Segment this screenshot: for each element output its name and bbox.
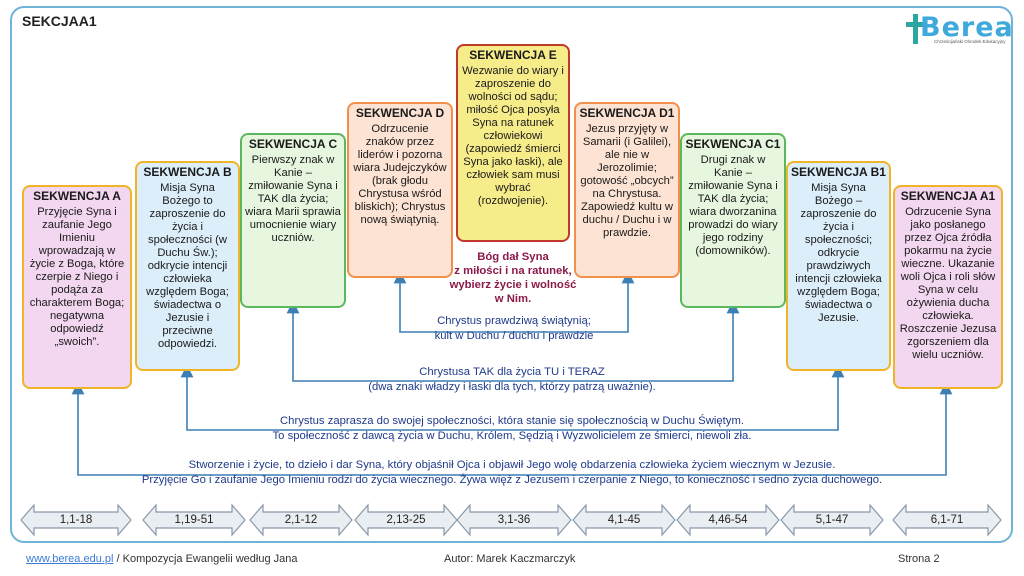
box-sekwencja-e: SEKWENCJA E Wezwanie do wiary i zaprosze… [456, 44, 570, 242]
caption-c-c1: Chrystusa TAK dla życia TU i TERAZ (dwa … [312, 365, 712, 395]
logo-wordmark: Berea [920, 12, 1014, 43]
page-number: Strona 2 [898, 553, 940, 565]
center-note-line: Bóg dał Syna [477, 251, 549, 263]
ref-arrow: 5,1-47 [780, 503, 884, 537]
box-sekwencja-c1: SEKWENCJA C1 Drugi znak w Kanie – zmiłow… [680, 133, 786, 308]
box-text: Jezus przyjęty w Samarii (i Galilei), al… [580, 123, 674, 239]
box-title: SEKWENCJA C [248, 137, 338, 151]
ref-arrow: 3,1-36 [456, 503, 572, 537]
box-sekwencja-d1: SEKWENCJA D1 Jezus przyjęty w Samarii (i… [574, 102, 680, 278]
ref-label: 2,13-25 [386, 514, 426, 526]
double-arrow-icon [249, 503, 353, 537]
box-text: Przyjęcie Syna i zaufanie Jego Imieniu w… [29, 206, 125, 348]
page-frame [10, 6, 1013, 543]
caption-line: Chrystus zaprasza do swojej społeczności… [280, 415, 744, 427]
caption-line: Przyjęcie Go i zaufanie Jego Imieniu rod… [141, 474, 883, 486]
ref-arrow: 2,13-25 [354, 503, 458, 537]
ref-label: 5,1-47 [815, 514, 849, 526]
ref-label: 3,1-36 [497, 514, 531, 526]
footer-author: Autor: Marek Kaczmarczyk [444, 553, 576, 565]
berea-logo: Berea Chrześcijański Ośrodek Edukacyjny [904, 12, 1013, 48]
box-sekwencja-b1: SEKWENCJA B1 Misja Syna Bożego – zaprosz… [786, 161, 891, 371]
box-title: SEKWENCJA C1 [685, 137, 781, 151]
box-text: Misja Syna Bożego – zaproszenie do życia… [795, 182, 882, 324]
ref-label: 1,1-18 [59, 514, 93, 526]
box-text: Odrzucenie znaków przez liderów i pozorn… [353, 123, 447, 226]
center-note-line: z miłości i na ratunek, [454, 265, 572, 277]
cross-icon [906, 14, 924, 44]
caption-line: (dwa znaki władzy i łaski dla tych, któr… [368, 381, 656, 393]
ref-label: 4,46-54 [708, 514, 748, 526]
box-sekwencja-a1: SEKWENCJA A1 Odrzucenie Syna jako posłan… [893, 185, 1003, 389]
double-arrow-icon [572, 503, 676, 537]
box-title: SEKWENCJA A [33, 189, 121, 203]
reference-row: 1,1-18 1,19-51 2,1-12 2,13-25 3,1-36 4,1… [20, 503, 1004, 537]
double-arrow-icon [780, 503, 884, 537]
double-arrow-icon [456, 503, 572, 537]
center-note-line: wybierz życie i wolność [449, 279, 577, 291]
ref-label: 2,1-12 [284, 514, 318, 526]
footer-left: www.berea.edu.pl / Kompozycja Ewangelii … [26, 553, 298, 565]
double-arrow-icon [892, 503, 1002, 537]
center-note: Bóg dał Syna z miłości i na ratunek, wyb… [446, 250, 580, 306]
caption-line: kult w Duchu / duchu i prawdzie [434, 330, 594, 342]
double-arrow-icon [20, 503, 132, 537]
box-title: SEKWENCJA D [355, 106, 445, 120]
box-title: SEKWENCJA B [143, 165, 232, 179]
box-text: Wezwanie do wiary i zaproszenie do wolno… [462, 65, 564, 207]
ref-arrow: 4,1-45 [572, 503, 676, 537]
box-text: Odrzucenie Syna jako posłanego przez Ojc… [899, 206, 997, 361]
double-arrow-icon [142, 503, 246, 537]
box-title: SEKWENCJA D1 [579, 106, 675, 120]
box-sekwencja-b: SEKWENCJA B Misja Syna Bożego to zaprosz… [135, 161, 240, 371]
box-sekwencja-d: SEKWENCJA D Odrzucenie znaków przez lide… [347, 102, 453, 278]
caption-line: Chrystus prawdziwą świątynią; [437, 315, 591, 327]
center-note-line: w Nim. [494, 293, 532, 305]
section-title: SEKCJAA1 [22, 13, 97, 29]
website-link[interactable]: www.berea.edu.pl [26, 553, 114, 565]
caption-line: Chrystusa TAK dla życia TU i TERAZ [419, 366, 605, 378]
ref-label: 4,1-45 [607, 514, 641, 526]
connector-c-c1 [286, 300, 740, 382]
box-sekwencja-a: SEKWENCJA A Przyjęcie Syna i zaufanie Je… [22, 185, 132, 389]
ref-arrow: 6,1-71 [892, 503, 1002, 537]
box-title: SEKWENCJA B1 [791, 165, 886, 179]
box-text: Misja Syna Bożego to zaproszenie do życi… [146, 182, 229, 350]
caption-line: To społeczność z dawcą życia w Duchu, Kr… [272, 430, 752, 442]
box-text: Pierwszy znak w Kanie – zmiłowanie Syna … [245, 154, 341, 244]
box-sekwencja-c: SEKWENCJA C Pierwszy znak w Kanie – zmił… [240, 133, 346, 308]
caption-line: Stworzenie i życie, to dzieło i dar Syna… [188, 459, 836, 471]
logo-subtitle: Chrześcijański Ośrodek Edukacyjny [934, 39, 1006, 44]
connector-b-b1 [180, 364, 845, 431]
caption-b-b1: Chrystus zaprasza do swojej społeczności… [212, 414, 812, 444]
caption-a-a1: Stworzenie i życie, to dzieło i dar Syna… [112, 458, 912, 488]
footer-doc-title: / Kompozycja Ewangelii według Jana [113, 553, 298, 565]
connector-a-a1 [71, 381, 953, 476]
box-title: SEKWENCJA A1 [900, 189, 996, 203]
ref-label: 6,1-71 [930, 514, 964, 526]
ref-arrow: 1,1-18 [20, 503, 132, 537]
caption-d-d1: Chrystus prawdziwą świątynią; kult w Duc… [404, 314, 624, 344]
box-text: Drugi znak w Kanie – zmiłowanie Syna i T… [688, 154, 778, 257]
ref-label: 1,19-51 [174, 514, 214, 526]
double-arrow-icon [676, 503, 780, 537]
ref-arrow: 1,19-51 [142, 503, 246, 537]
ref-arrow: 4,46-54 [676, 503, 780, 537]
ref-arrow: 2,1-12 [249, 503, 353, 537]
box-title: SEKWENCJA E [469, 48, 557, 62]
